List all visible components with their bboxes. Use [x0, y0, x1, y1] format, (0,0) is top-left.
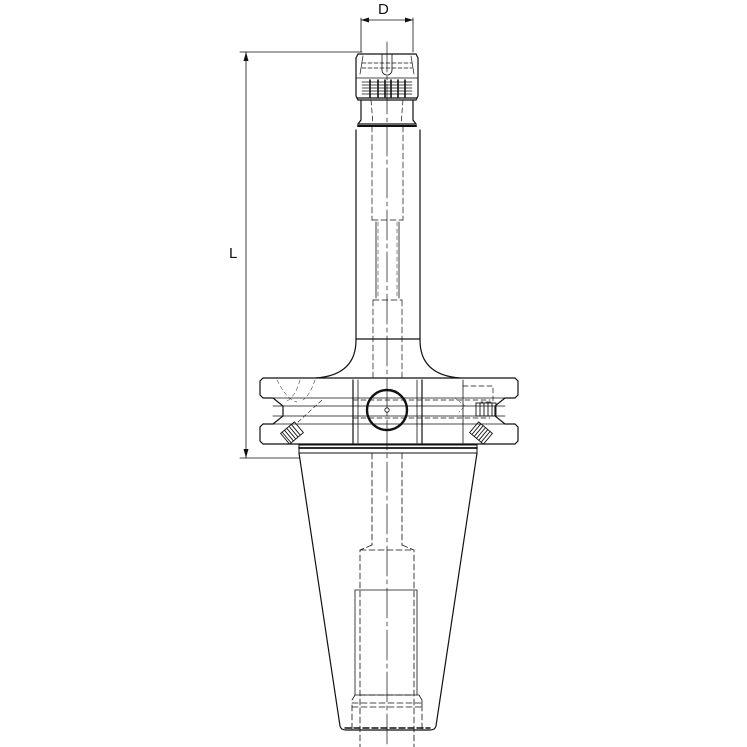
flange [259, 377, 519, 445]
taper-shank [298, 444, 478, 747]
thread-hatch [361, 79, 413, 98]
drive-hole [365, 388, 409, 432]
left-set-screw [276, 379, 323, 445]
dimension-l [239, 51, 363, 459]
right-set-screw [454, 397, 497, 445]
collet-nut [355, 53, 419, 127]
extension-shank [315, 125, 461, 379]
diameter-label: D [378, 1, 389, 18]
dimension-d [360, 17, 414, 53]
length-label: L [229, 245, 238, 262]
